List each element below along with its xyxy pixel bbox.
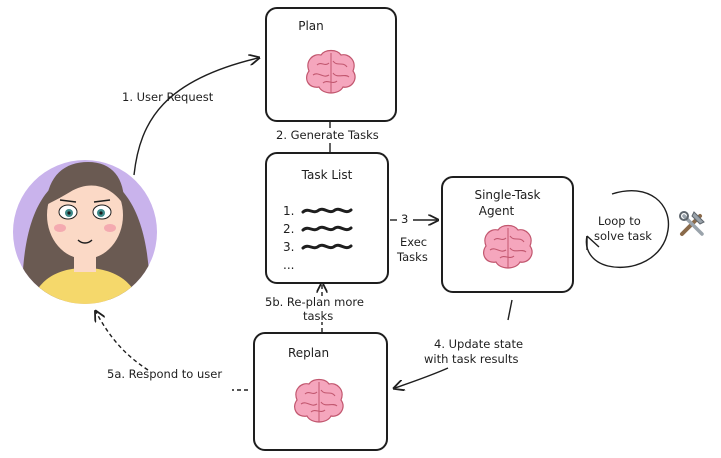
exec-number-label: 3 [401, 212, 409, 226]
brain-icon [483, 224, 533, 269]
scribble-line [301, 207, 353, 214]
exec-label-line1: Exec [400, 235, 428, 249]
brain-icon [294, 378, 344, 423]
respond-user-label: 5a. Respond to user [107, 367, 223, 381]
generate-tasks-label: 2. Generate Tasks [276, 128, 379, 142]
brain-icon [306, 49, 356, 94]
plan-node: Plan [265, 7, 397, 122]
loop-label-line2: solve task [594, 229, 652, 243]
user-request-label: 1. User Request [122, 90, 214, 104]
task-number: 3. [283, 240, 295, 254]
loop-label-line1: Loop to [598, 214, 641, 228]
task-item: ... [283, 256, 353, 274]
replan-title: Replan [287, 346, 330, 360]
loop-circle [585, 190, 670, 268]
plan-title: Plan [298, 19, 324, 33]
update-state-label-line2: with task results [424, 352, 519, 366]
scribble-line [301, 243, 353, 250]
arrow-update-state [507, 299, 513, 321]
task-number: 1. [283, 204, 295, 218]
replan-more-label-line1: 5b. Re-plan more [265, 295, 364, 309]
agent-title-line2: Agent [478, 204, 515, 218]
replan-node: Replan [253, 332, 388, 451]
task-item: 3. [283, 238, 353, 256]
arrow-user-request [133, 58, 258, 176]
task-list-title: Task List [301, 168, 353, 182]
task-item: 1. [283, 202, 353, 220]
update-state-label-line1: 4. Update state [434, 337, 524, 351]
agent-node: Single-Task Agent [441, 176, 574, 293]
task-list-items: 1. 2. 3. ... [283, 202, 353, 274]
scribble-line [301, 225, 353, 232]
task-item: 2. [283, 220, 353, 238]
agent-title-line1: Single-Task [474, 188, 541, 202]
task-number: 2. [283, 222, 295, 236]
replan-more-label-line2: tasks [303, 309, 334, 323]
task-number: ... [283, 258, 295, 272]
exec-label-line2: Tasks [397, 250, 428, 264]
task-list-node: Task List 1. 2. 3. ... [265, 152, 389, 284]
